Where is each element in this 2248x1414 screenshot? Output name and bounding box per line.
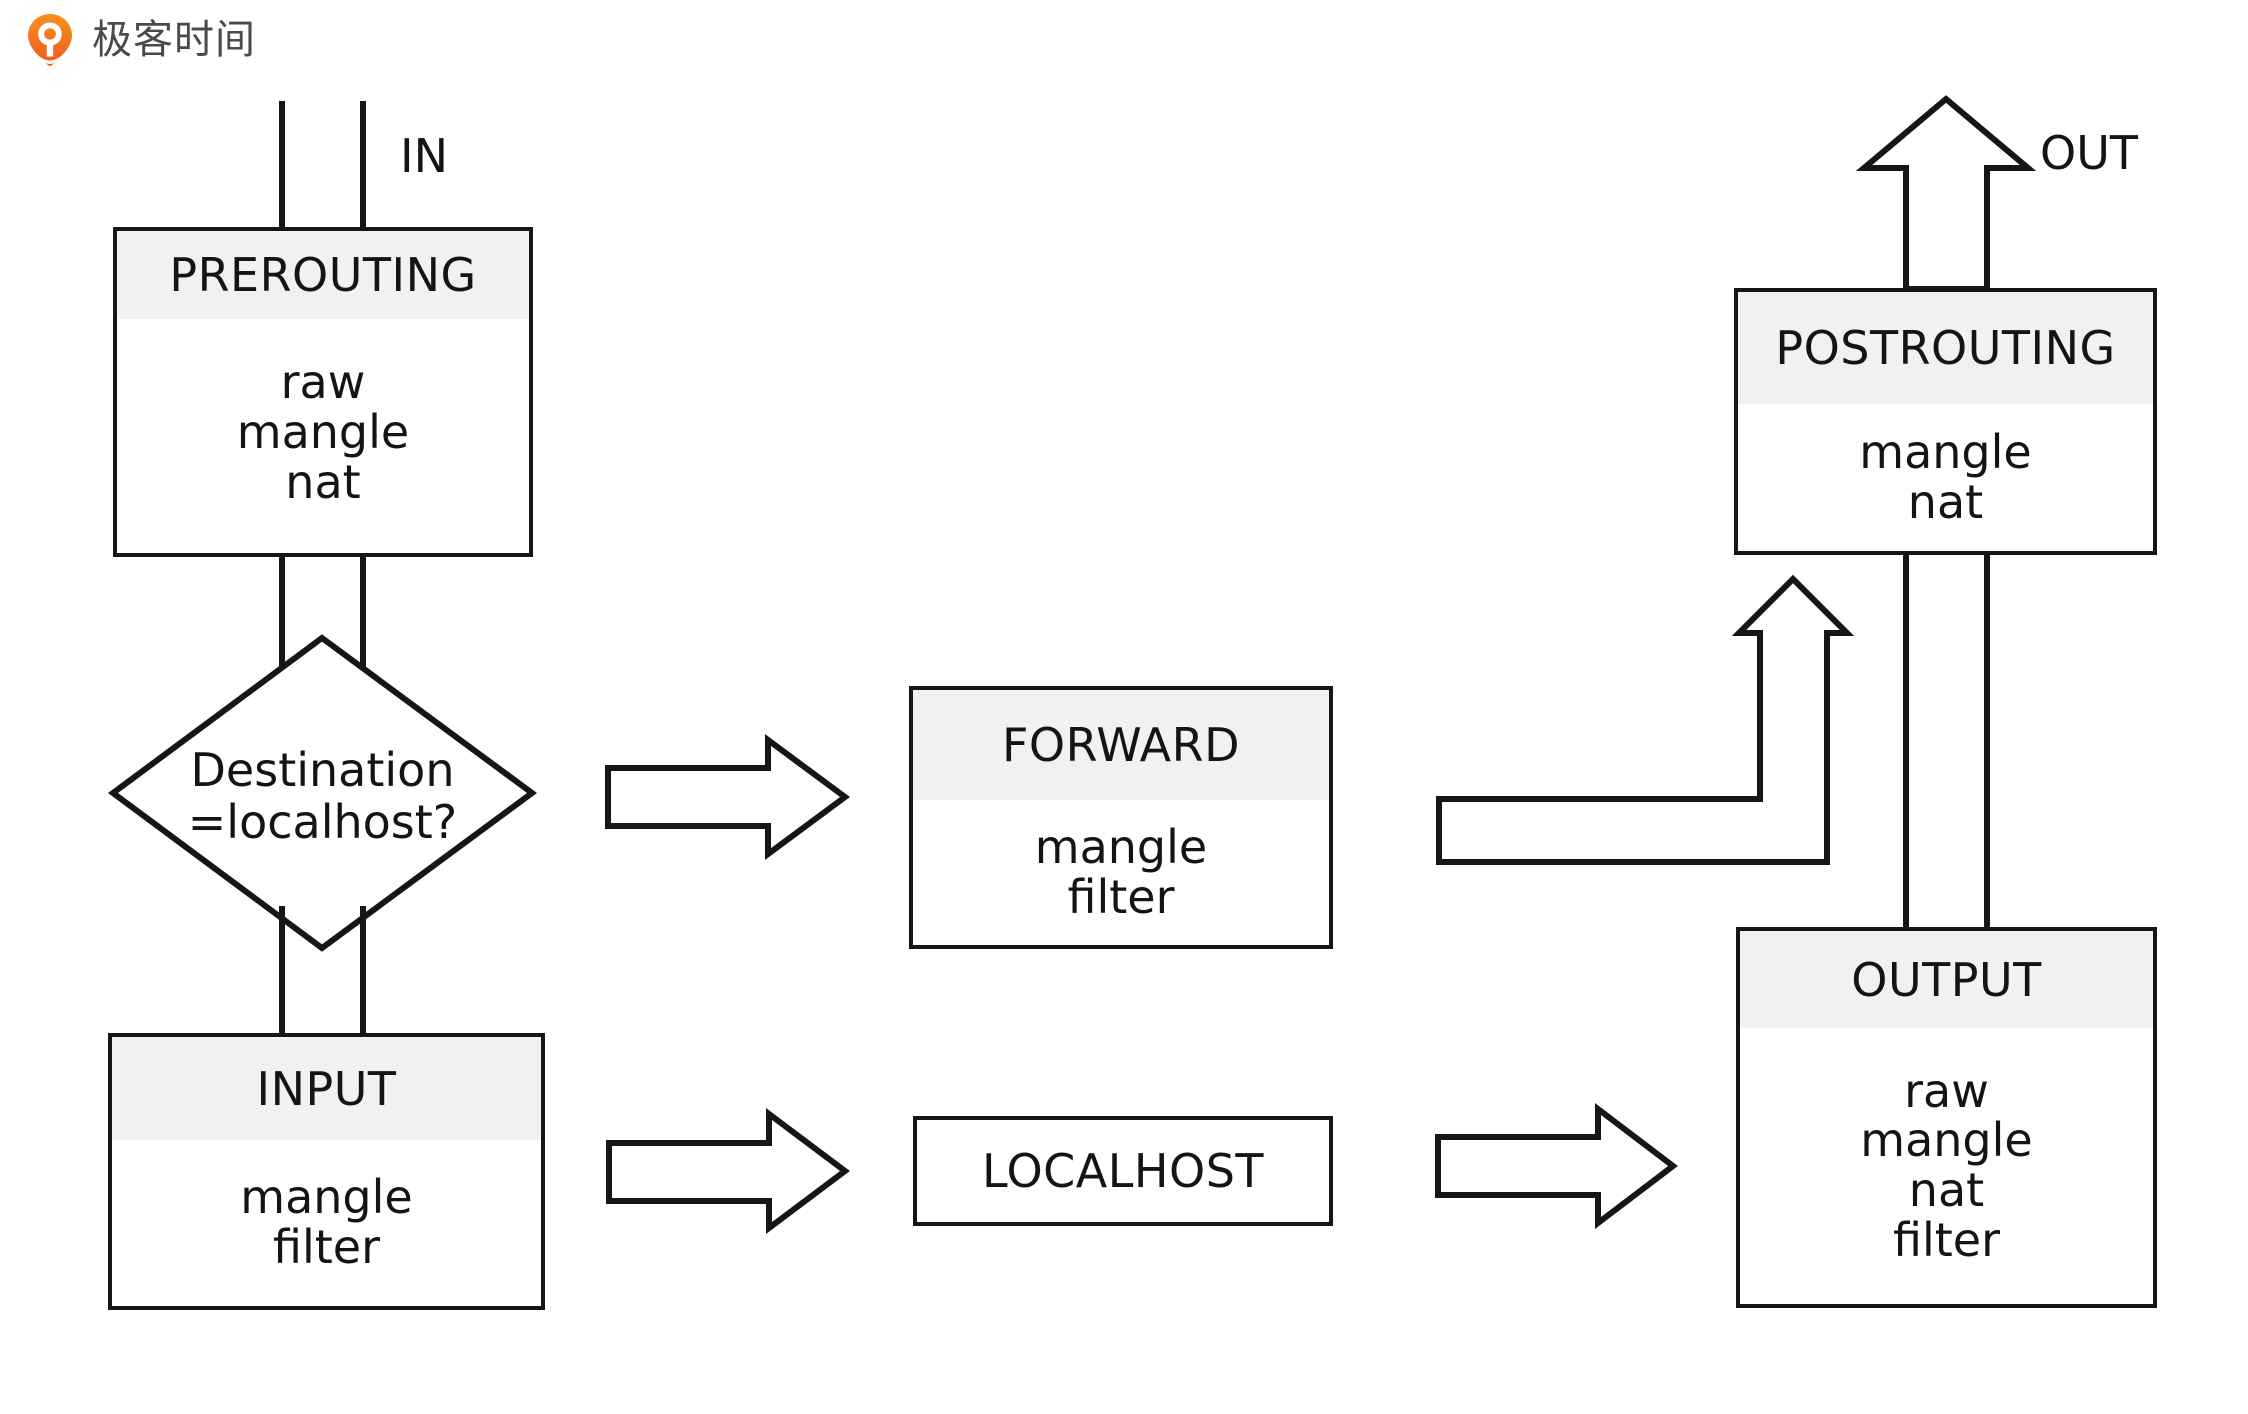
table-name: raw	[1904, 1063, 1989, 1118]
localhost-to-output-arrow	[1435, 1102, 1678, 1230]
node-prerouting-title: PREROUTING	[169, 248, 477, 302]
node-localhost[interactable]: LOCALHOST	[913, 1116, 1333, 1226]
node-forward[interactable]: FORWARD mangle filter	[909, 686, 1333, 949]
table-name: nat	[1907, 474, 1984, 529]
node-input-title: INPUT	[256, 1061, 397, 1116]
node-prerouting[interactable]: PREROUTING raw mangle nat	[113, 227, 533, 557]
node-output-tables: raw mangle nat filter	[1740, 1028, 2153, 1304]
table-name: nat	[1908, 1163, 1985, 1217]
table-name: nat	[285, 454, 361, 509]
destination-decision-label: Destination =localhost?	[113, 743, 532, 849]
table-name: mangle	[1034, 819, 1208, 874]
destination-decision-line1: Destination	[190, 743, 455, 797]
node-forward-header: FORWARD	[913, 690, 1329, 800]
table-name: mangle	[1860, 1113, 2033, 1168]
node-postrouting-title: POSTROUTING	[1775, 321, 2116, 375]
node-output-title: OUTPUT	[1851, 952, 2042, 1007]
node-postrouting[interactable]: POSTROUTING mangle nat	[1734, 288, 2157, 555]
node-input-header: INPUT	[112, 1037, 541, 1140]
input-to-localhost-arrow	[606, 1108, 850, 1234]
decision-to-forward-arrow	[605, 734, 851, 860]
in-label: IN	[400, 129, 448, 183]
node-prerouting-header: PREROUTING	[117, 231, 529, 319]
node-postrouting-tables: mangle nat	[1738, 404, 2153, 551]
node-forward-tables: mangle filter	[913, 800, 1329, 945]
table-name: mangle	[1859, 424, 2032, 479]
table-name: filter	[1067, 869, 1175, 924]
geektime-pin-logo-icon	[28, 14, 72, 66]
forward-to-postrouting-arrow	[1436, 574, 1855, 865]
node-postrouting-header: POSTROUTING	[1738, 292, 2153, 404]
node-input[interactable]: INPUT mangle filter	[108, 1033, 545, 1310]
brand-name: 极客时间	[92, 17, 256, 63]
table-name: filter	[272, 1220, 380, 1274]
out-label: OUT	[2040, 126, 2138, 180]
destination-decision-line2: =localhost?	[187, 794, 458, 849]
table-name: mangle	[240, 1170, 413, 1225]
node-output-header: OUTPUT	[1740, 931, 2153, 1028]
table-name: raw	[280, 355, 366, 410]
postrouting-out-arrow	[1855, 95, 2037, 292]
node-forward-title: FORWARD	[1001, 718, 1241, 772]
brand-logo: 极客时间	[22, 12, 256, 68]
table-name: mangle	[236, 405, 410, 460]
table-name: filter	[1892, 1212, 2000, 1267]
node-input-tables: mangle filter	[112, 1140, 541, 1306]
node-output[interactable]: OUTPUT raw mangle nat filter	[1736, 927, 2157, 1308]
node-localhost-label: LOCALHOST	[981, 1144, 1264, 1198]
node-prerouting-tables: raw mangle nat	[117, 319, 529, 553]
